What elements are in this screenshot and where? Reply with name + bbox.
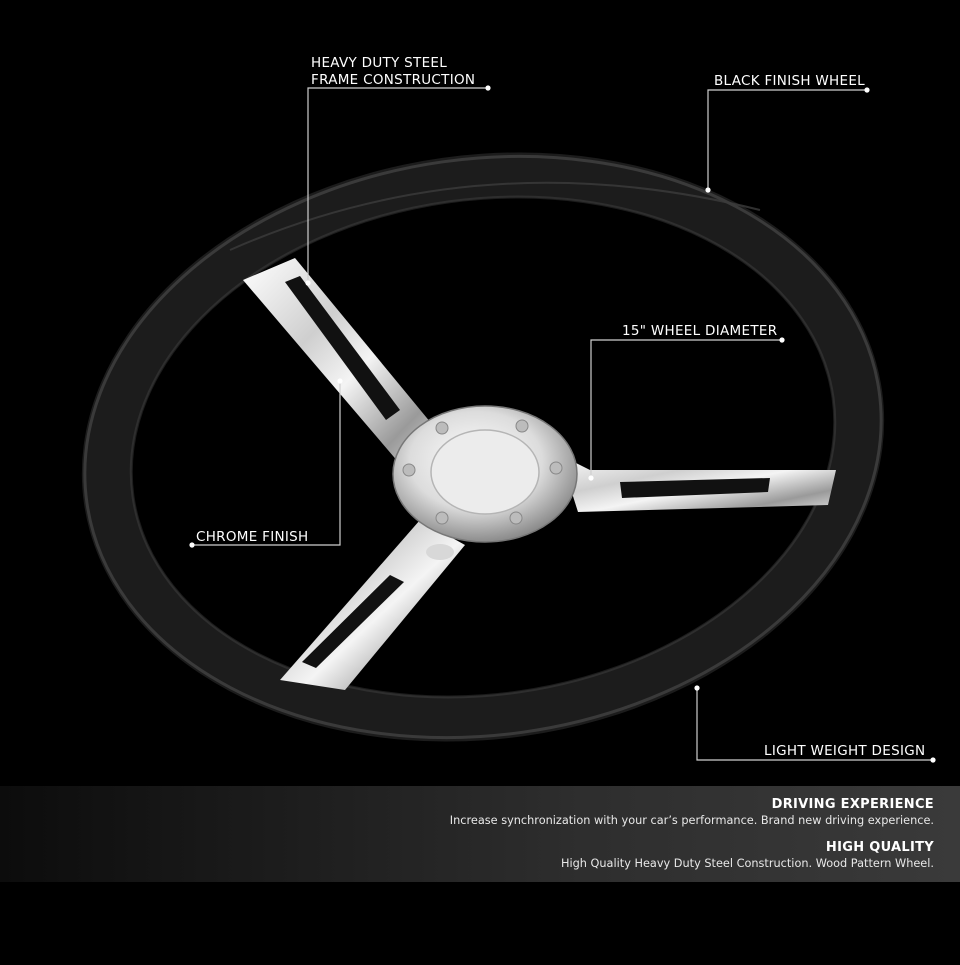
feature-title: DRIVING EXPERIENCE — [771, 797, 934, 812]
callout-wheel-diameter: 15" WHEEL DIAMETER — [622, 323, 778, 339]
wheel-hub — [392, 405, 578, 560]
callout-black-finish: BLACK FINISH WHEEL — [714, 73, 865, 89]
callout-light-weight: LIGHT WEIGHT DESIGN — [764, 743, 926, 759]
feature-description: Increase synchronization with your car’s… — [449, 814, 934, 827]
chrome-spokes — [243, 258, 836, 690]
callout-lines — [189, 85, 936, 763]
callout-frame-construction: HEAVY DUTY STEEL FRAME CONSTRUCTION — [311, 55, 475, 89]
feature-title: HIGH QUALITY — [825, 840, 934, 855]
feature-info-band: DRIVING EXPERIENCE Increase synchronizat… — [0, 786, 960, 882]
callout-frame-line2: FRAME CONSTRUCTION — [311, 72, 476, 88]
feature-description: High Quality Heavy Duty Steel Constructi… — [560, 857, 934, 870]
callout-frame-line1: HEAVY DUTY STEEL — [311, 55, 448, 71]
feature-high-quality: HIGH QUALITY High Quality Heavy Duty Ste… — [561, 840, 934, 870]
feature-driving-experience: DRIVING EXPERIENCE Increase synchronizat… — [450, 797, 934, 827]
callout-chrome-finish: CHROME FINISH — [196, 529, 309, 545]
